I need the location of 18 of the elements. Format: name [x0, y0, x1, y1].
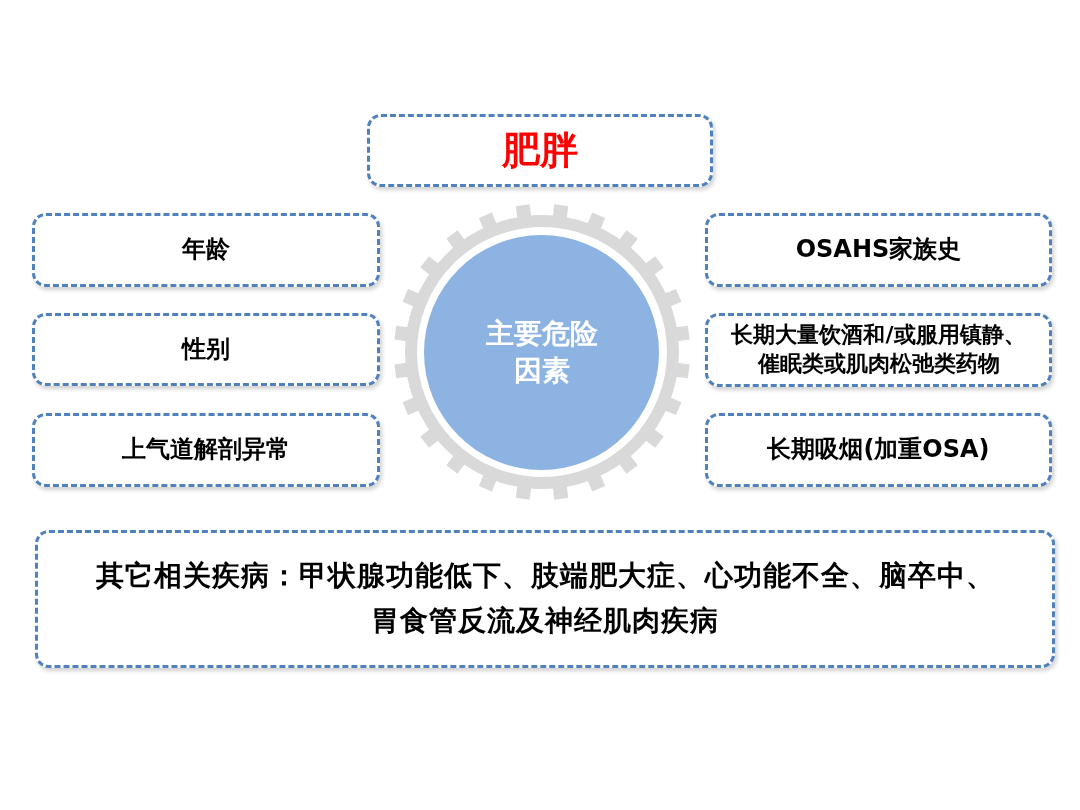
factor-box: [32, 313, 380, 386]
factor-box: [705, 313, 1052, 387]
circle-label: 主要危险因素: [484, 316, 599, 389]
center-circle: [424, 235, 659, 470]
factor-label: 长期吸烟(加重OSA): [767, 434, 990, 466]
factor-label: 肥胖: [502, 126, 578, 174]
factor-label: 性别: [182, 333, 230, 365]
factor-box: [32, 413, 380, 487]
factor-label: 长期大量饮酒和/或服用镇静、催眠类或肌肉松弛类药物: [730, 321, 1027, 378]
factor-box: [32, 213, 380, 287]
factor-box: [705, 413, 1052, 487]
factor-label: 上气道解剖异常: [122, 434, 290, 466]
note-box: [35, 530, 1055, 668]
factor-box: [367, 114, 713, 187]
factor-label: 年龄: [182, 234, 230, 266]
factor-box: [705, 213, 1052, 287]
note-text: 其它相关疾病：甲状腺功能低下、肢端肥大症、心功能不全、脑卒中、胃食管反流及神经肌肉疾病: [94, 558, 996, 639]
factor-label: OSAHS家族史: [795, 234, 962, 266]
